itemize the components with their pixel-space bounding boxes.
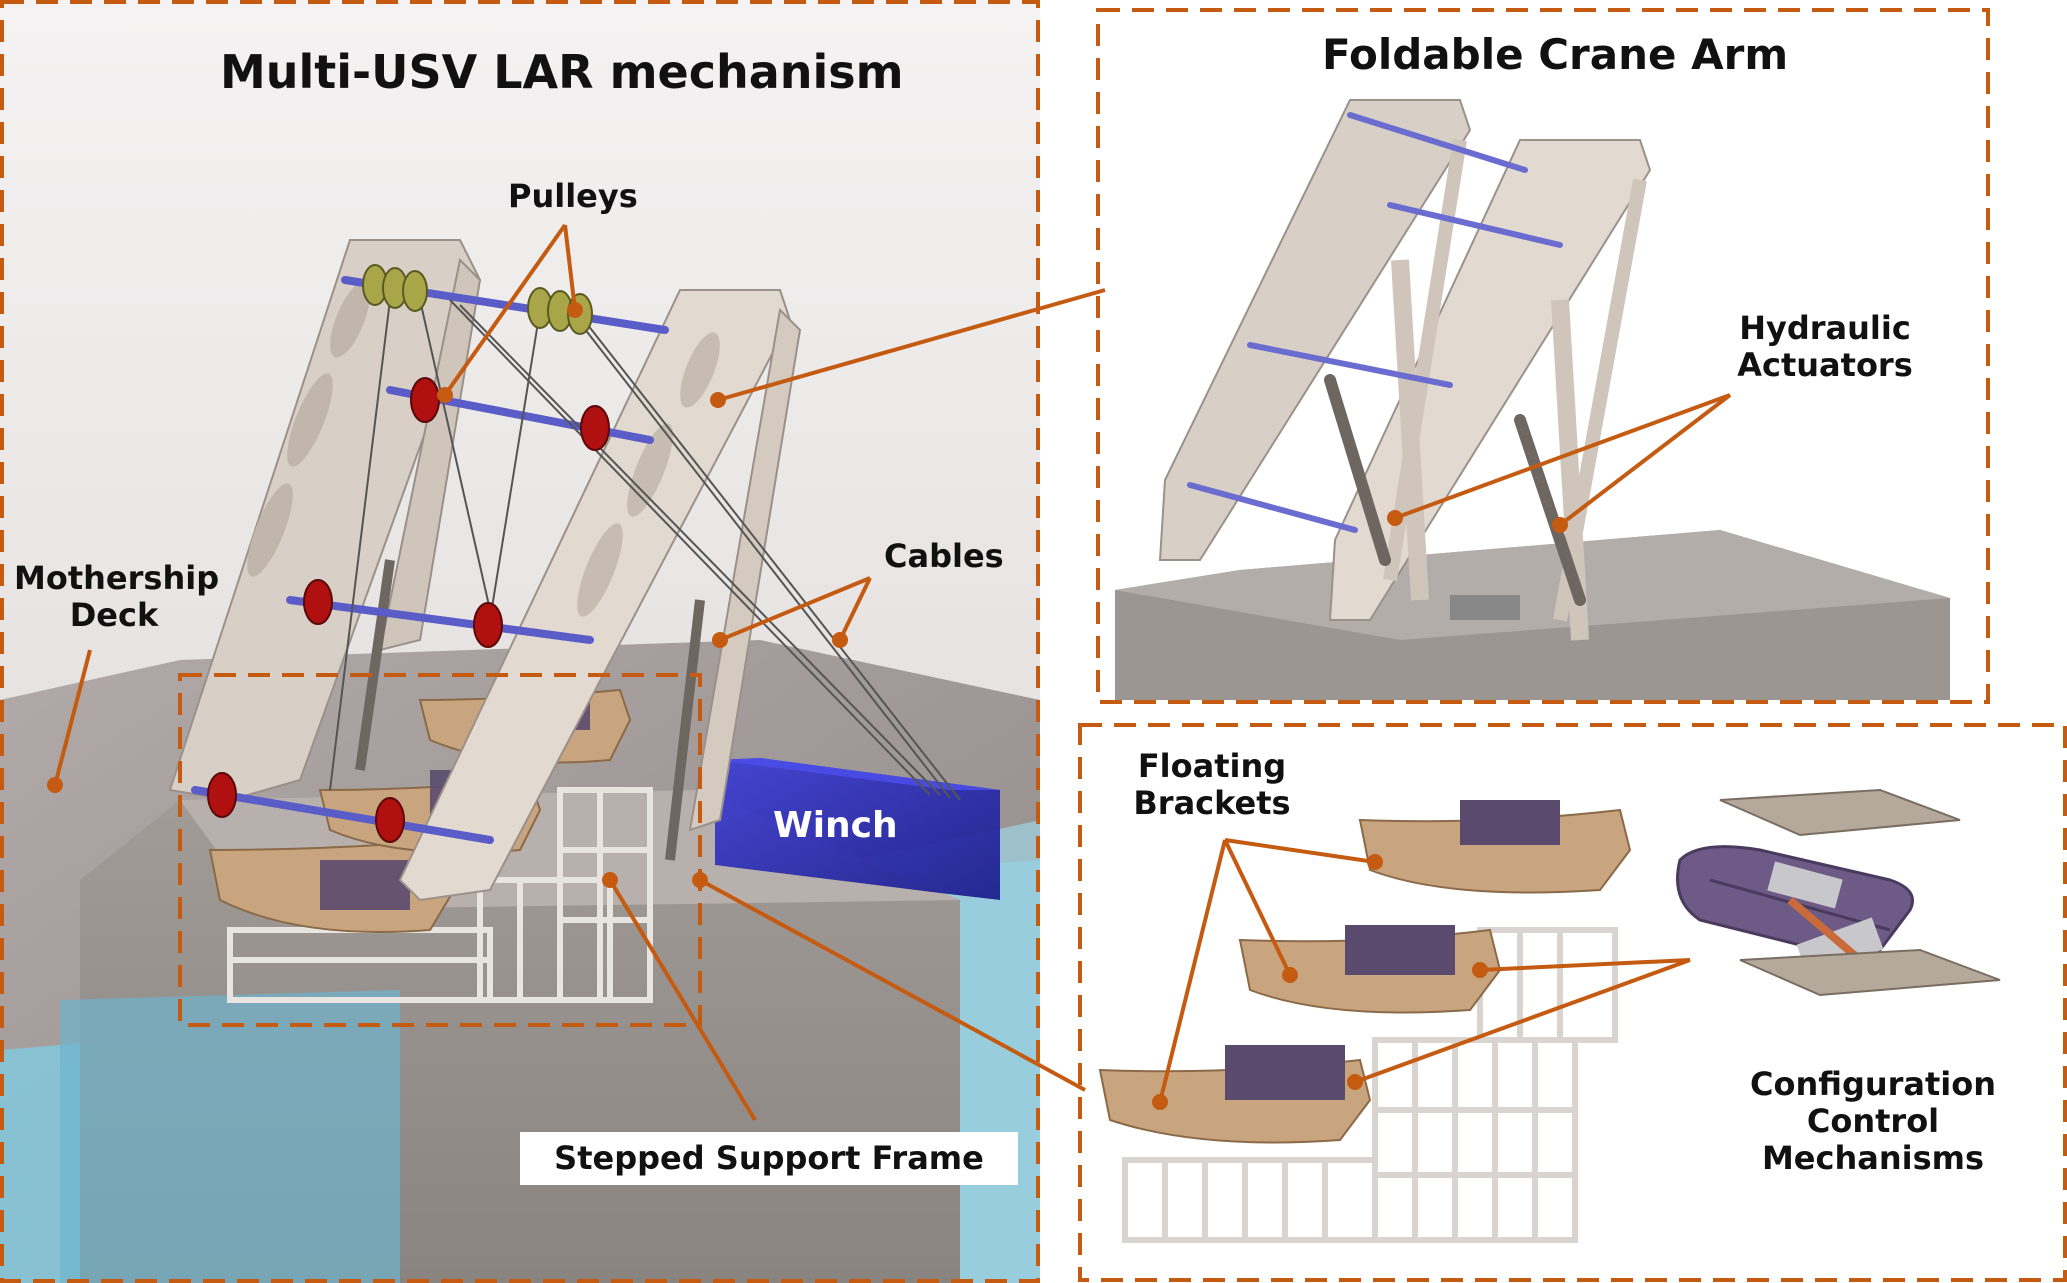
main-panel xyxy=(0,0,1040,1283)
hydraulic-actuators-drawing xyxy=(1324,374,1586,606)
mothership-deck-label: Mothership Deck xyxy=(14,559,220,634)
winch-label: Winch xyxy=(773,805,898,846)
pulleys-label: Pulleys xyxy=(508,177,638,215)
detail-panel xyxy=(1098,788,2001,1243)
crane-panel xyxy=(1098,10,1988,702)
foldable-frame-drawing xyxy=(1158,99,1652,641)
floating-brackets-label: Floating Brackets xyxy=(1112,748,1312,822)
crane-panel-title: Foldable Crane Arm xyxy=(1322,30,1789,79)
cables-label: Cables xyxy=(884,537,1004,575)
main-panel-title: Multi-USV LAR mechanism xyxy=(220,45,904,99)
leader-lines xyxy=(47,223,1732,1122)
mothership-deck-line2: Deck xyxy=(69,595,159,634)
configuration-control-line2: Control xyxy=(1806,1101,1940,1140)
mothership-deck-line1: Mothership xyxy=(14,559,220,597)
crane-rods-drawing xyxy=(1187,112,1563,533)
hydraulic-actuators-line2: Actuators xyxy=(1737,345,1913,384)
configuration-control-line1: Configuration xyxy=(1749,1065,1997,1103)
configuration-control-label: Configuration Control Mechanisms xyxy=(1738,1066,2008,1176)
cables-drawing xyxy=(329,299,961,801)
mechanism-drawing xyxy=(1676,788,2001,997)
hydraulic-actuators-line1: Hydraulic xyxy=(1739,309,1911,347)
detail-brackets-drawing xyxy=(1098,800,1632,1144)
floating-brackets-line1: Floating xyxy=(1137,747,1287,785)
hydraulic-actuators-label: Hydraulic Actuators xyxy=(1735,310,1915,384)
floating-brackets-line2: Brackets xyxy=(1133,783,1291,822)
stepped-support-frame-label: Stepped Support Frame xyxy=(520,1132,1018,1185)
stepped-frame-highlight xyxy=(178,673,702,1027)
crane-frame-drawing xyxy=(168,239,802,902)
configuration-control-line3: Mechanisms xyxy=(1761,1138,1985,1177)
